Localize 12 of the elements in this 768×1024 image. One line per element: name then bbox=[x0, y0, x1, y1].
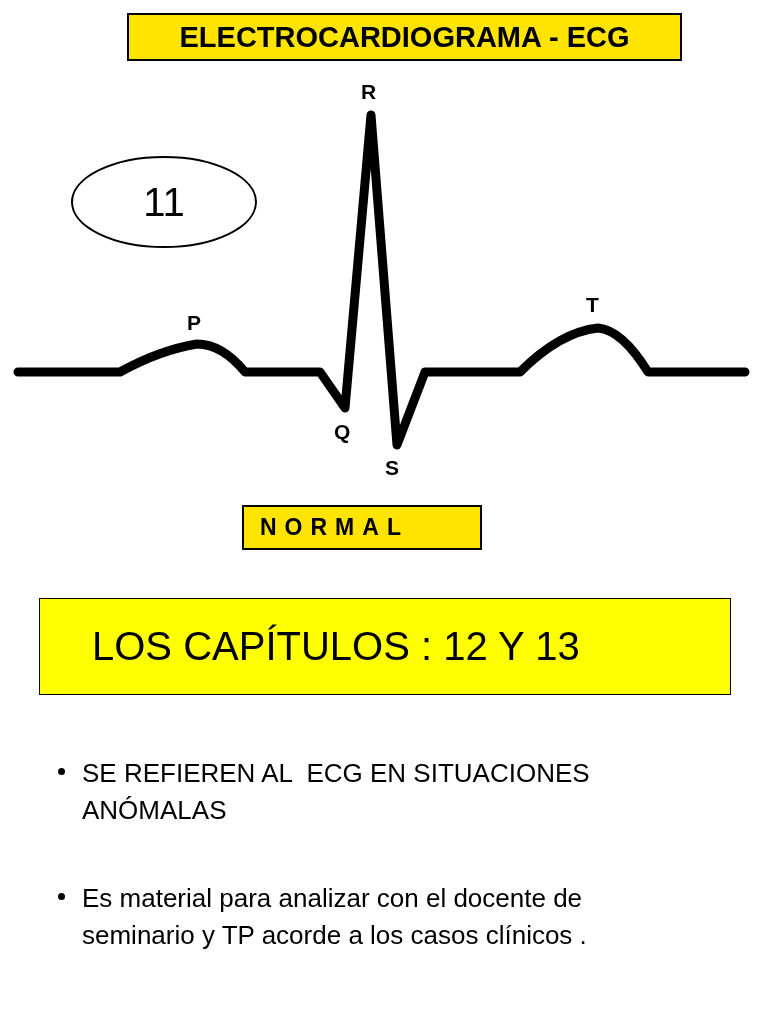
bullet-text: Es material para analizar con el docente de seminario y TP acorde a los casos clínicos . bbox=[82, 882, 588, 952]
wave-label: Q bbox=[334, 420, 351, 444]
bullet-text: SE REFIEREN AL ECG EN SITUACIONES ANÓMALAS bbox=[82, 757, 591, 827]
page-number: 11 bbox=[142, 179, 186, 225]
wave-label: T bbox=[586, 293, 599, 317]
wave-label: P bbox=[187, 311, 201, 335]
page-number-oval bbox=[70, 155, 258, 249]
normal-banner: NORMAL bbox=[242, 505, 482, 550]
wave-label: R bbox=[361, 80, 377, 104]
wave-label: S bbox=[385, 456, 399, 480]
title-banner: ELECTROCARDIOGRAMA - ECG bbox=[127, 13, 682, 61]
chapter-banner: LOS CAPÍTULOS : 12 Y 13 bbox=[39, 598, 731, 695]
